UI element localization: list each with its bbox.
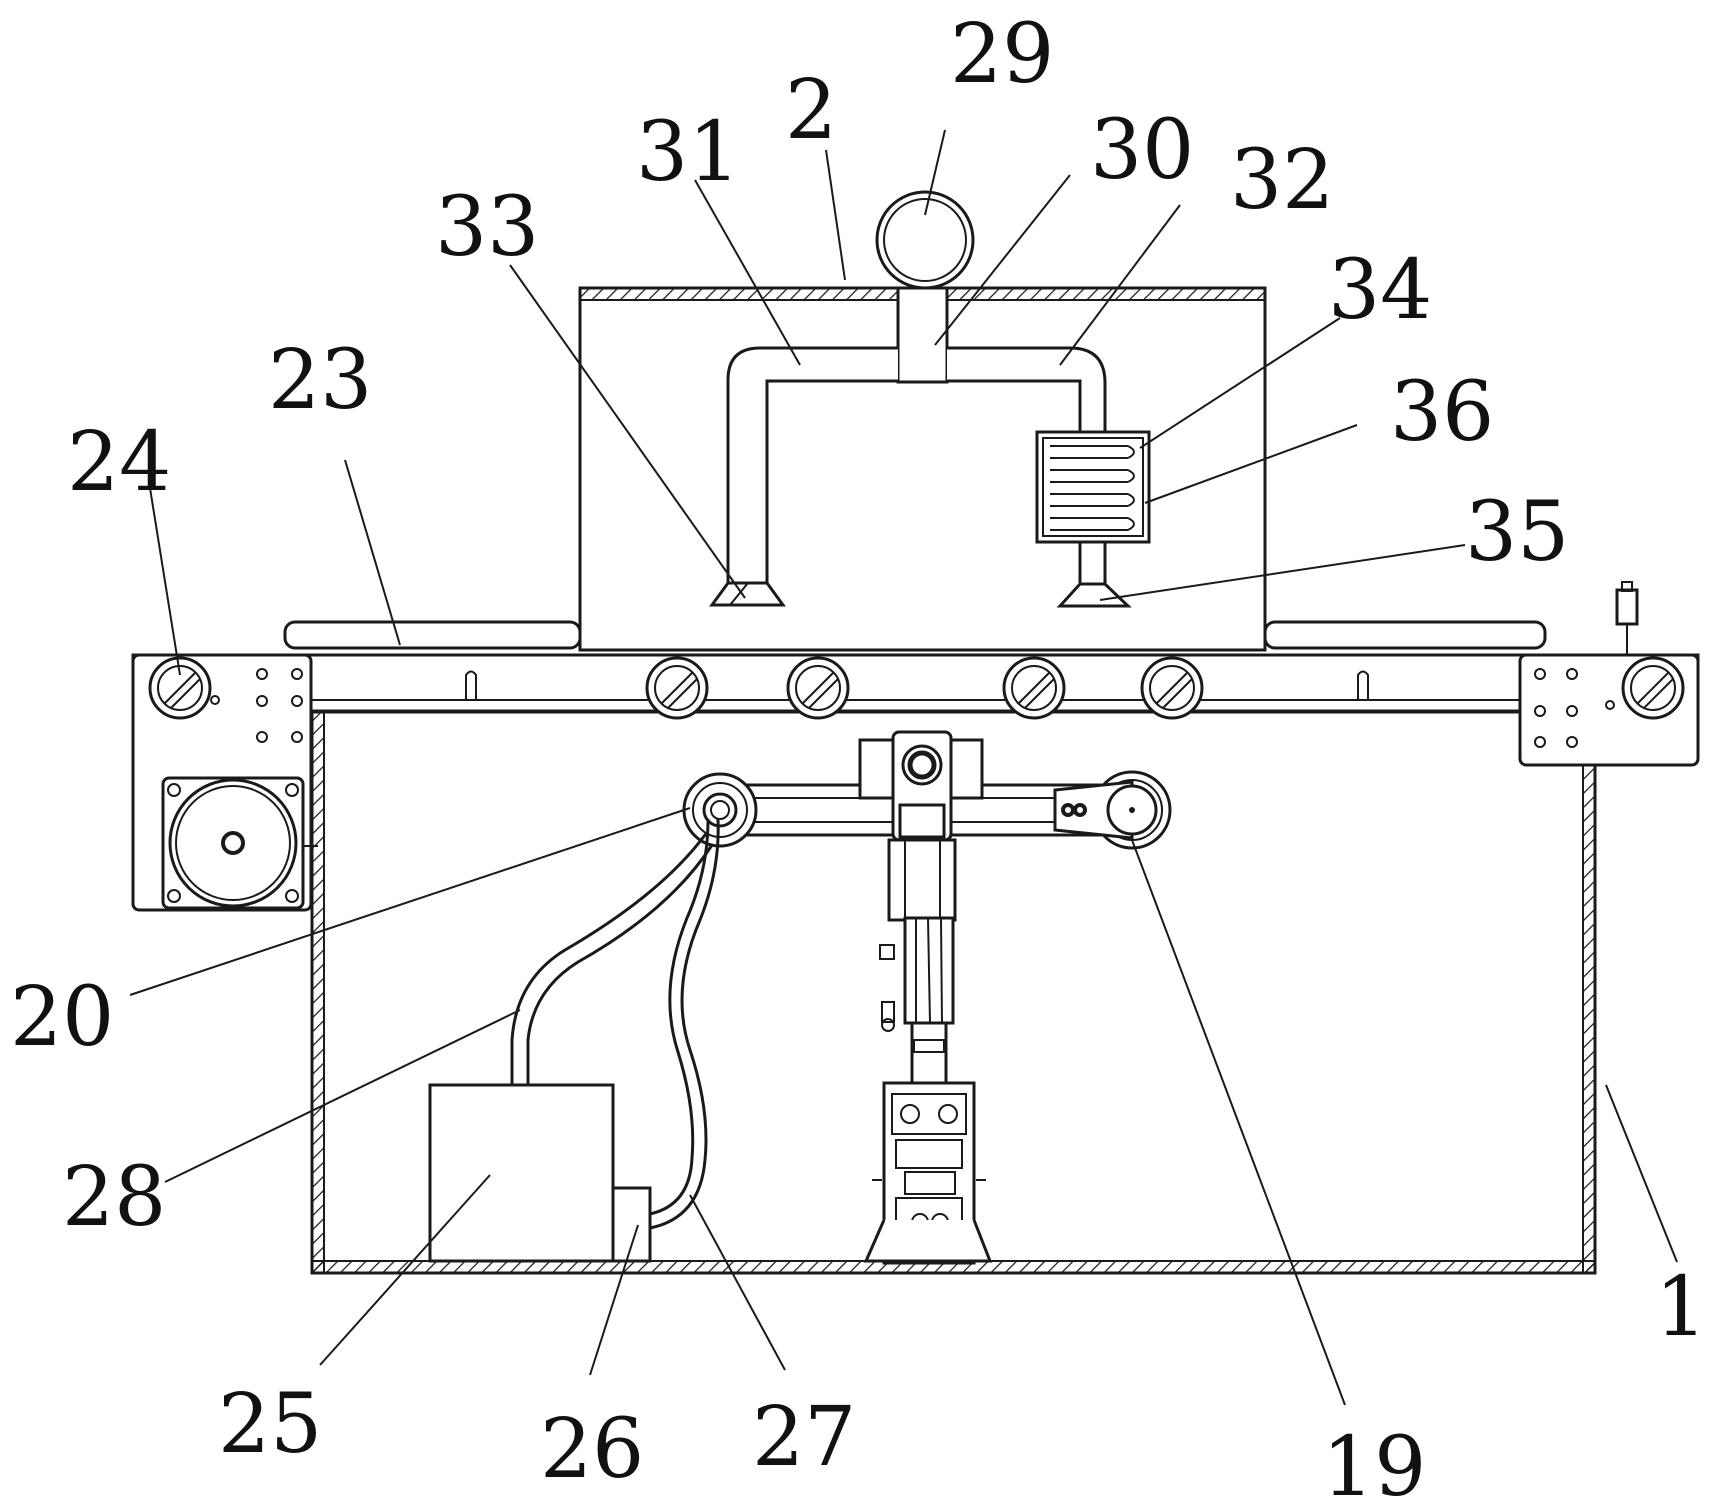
label-35: 35 (1465, 485, 1569, 580)
heater-coil (1050, 445, 1135, 531)
label-31: 31 (636, 105, 740, 200)
label-32: 32 (1230, 133, 1334, 228)
label-28: 28 (62, 1150, 166, 1245)
label-33: 33 (435, 180, 539, 275)
roller-2 (786, 656, 850, 720)
label-29: 29 (950, 7, 1054, 102)
lift-mechanism (858, 730, 993, 1265)
top-rail (283, 620, 1547, 650)
roller-left-end (148, 656, 212, 720)
duct-system (709, 190, 1151, 608)
pump-unit (428, 1083, 652, 1263)
label-25: 25 (218, 1377, 322, 1472)
label-36: 36 (1390, 365, 1494, 460)
label-24: 24 (67, 415, 171, 510)
hoses (510, 818, 720, 1230)
roller-right-end (1621, 656, 1685, 720)
label-1: 1 (1655, 1260, 1707, 1355)
drive-motor (161, 776, 318, 910)
part-labels: 1 2 19 20 23 24 25 26 27 28 29 30 31 32 … (10, 7, 1707, 1510)
roller-3 (1002, 656, 1066, 720)
roller-1 (645, 656, 709, 720)
label-34: 34 (1328, 243, 1432, 338)
label-27: 27 (752, 1390, 856, 1485)
sensor (1615, 581, 1639, 655)
leader-lines (129, 129, 1678, 1406)
label-26: 26 (540, 1402, 644, 1497)
label-2: 2 (785, 63, 837, 158)
blower-icon (875, 190, 975, 290)
label-30: 30 (1090, 103, 1194, 198)
label-19: 19 (1322, 1420, 1426, 1510)
label-23: 23 (268, 333, 372, 428)
conveyor-rollers (148, 656, 1685, 720)
label-20: 20 (10, 970, 114, 1065)
roller-4 (1140, 656, 1204, 720)
